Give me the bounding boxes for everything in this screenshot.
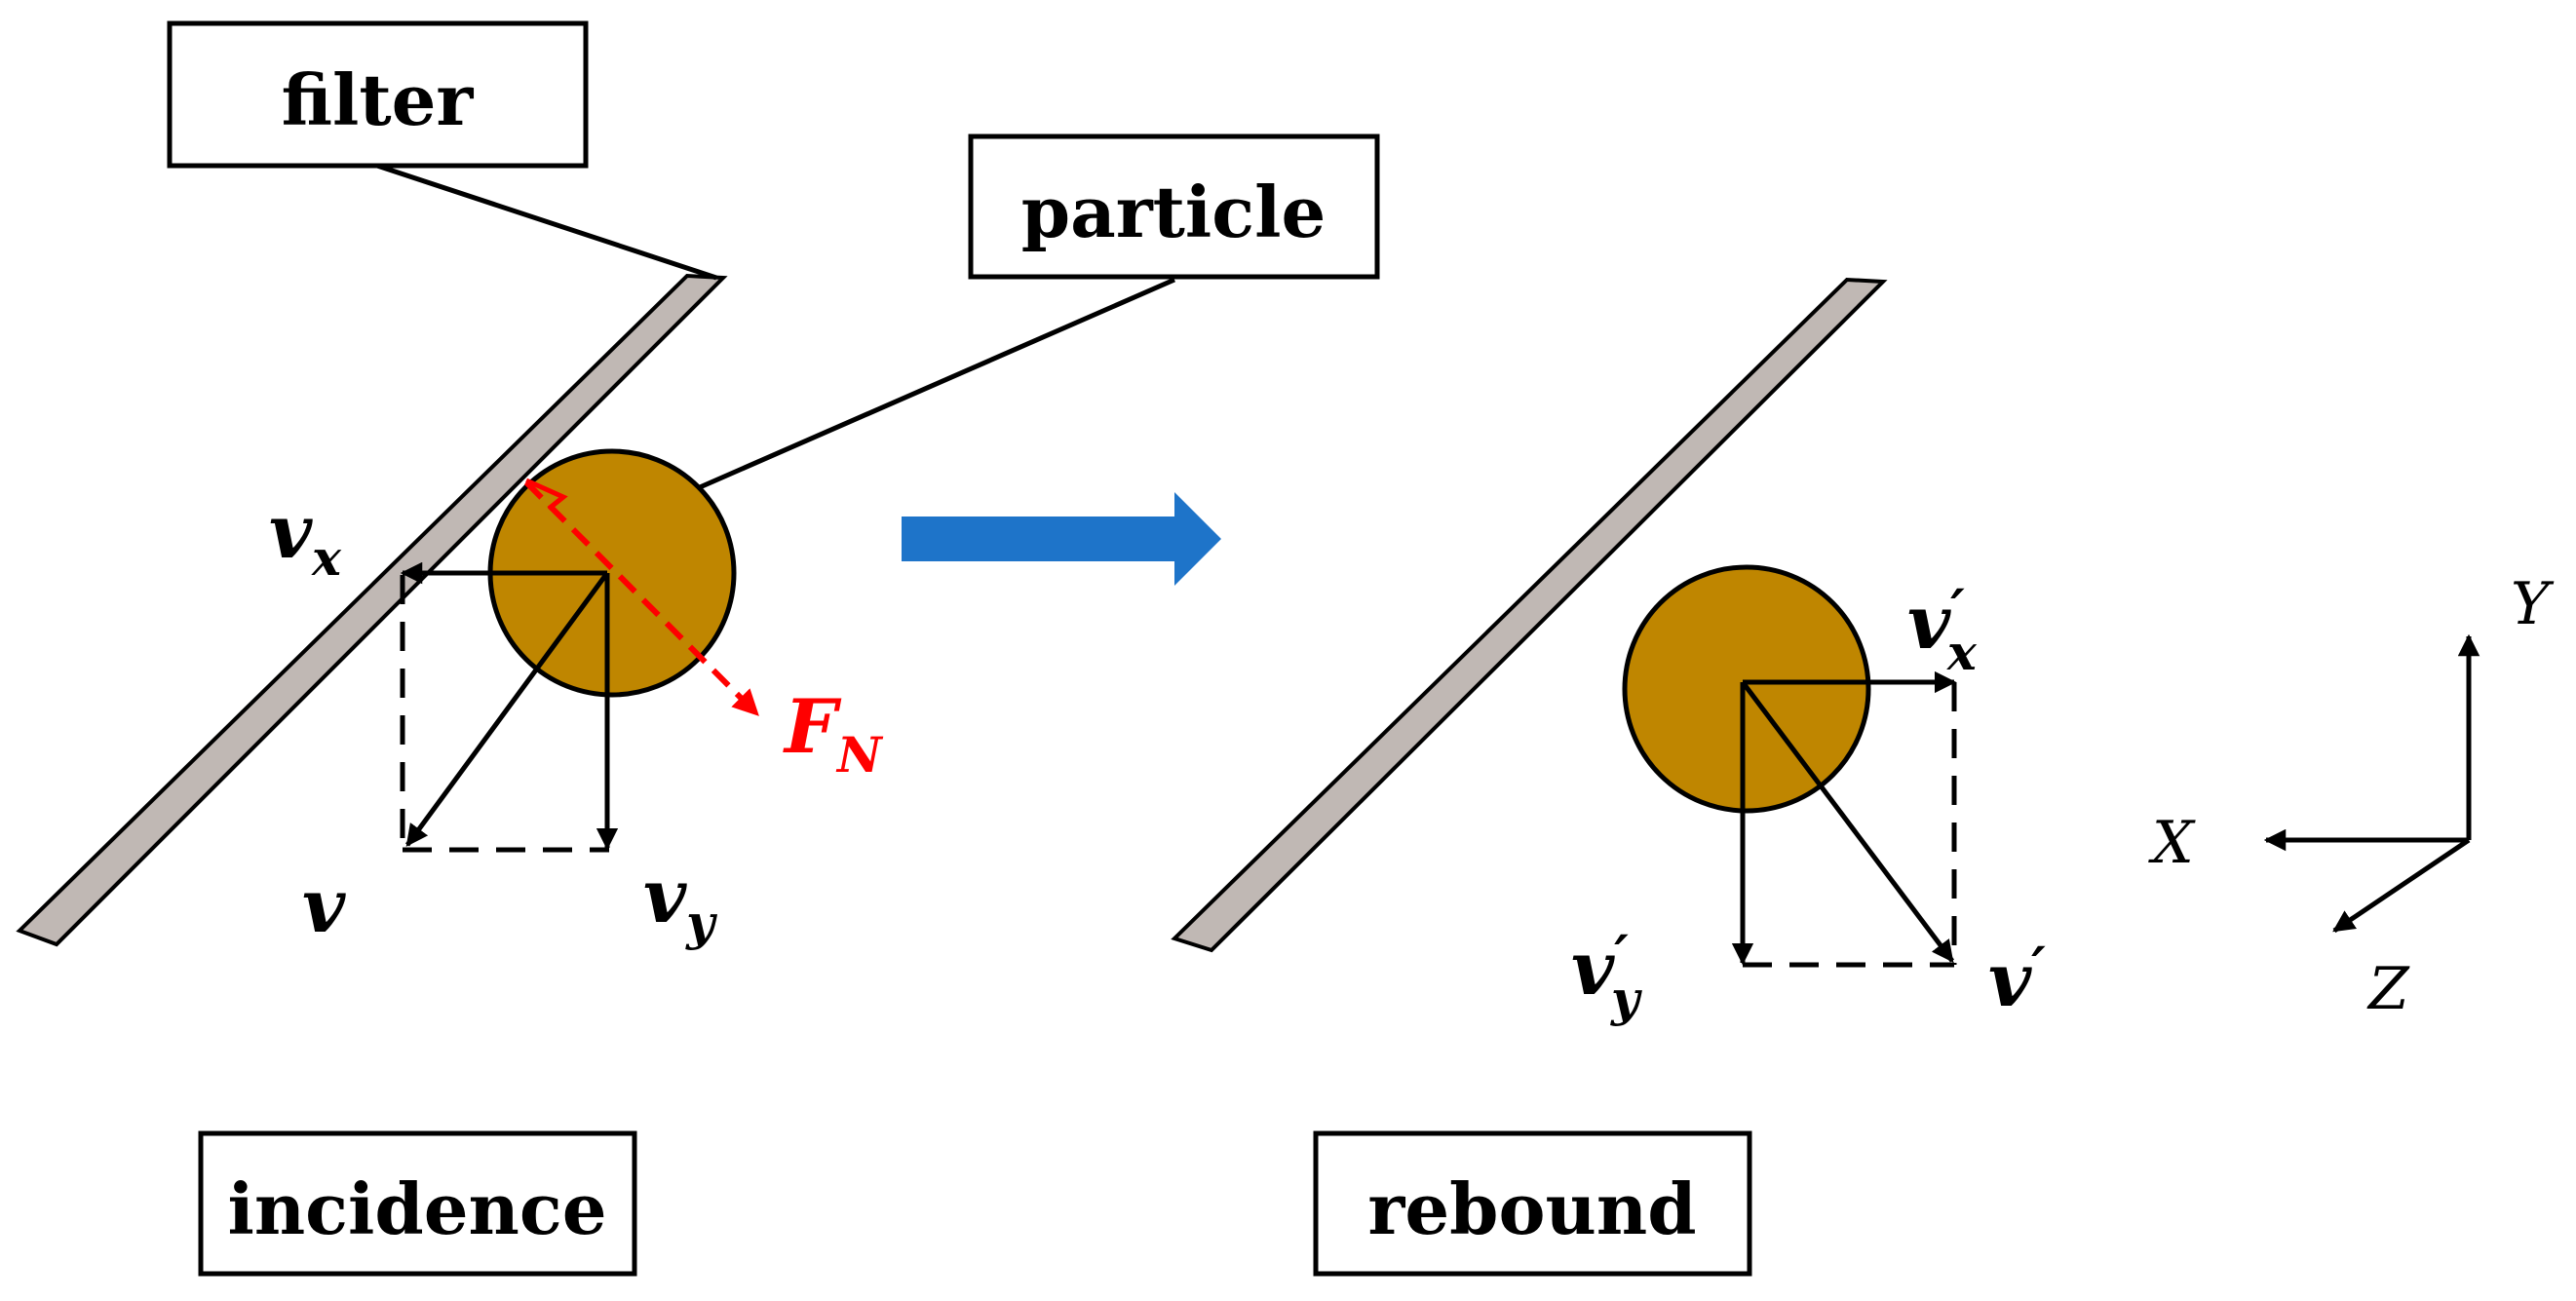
vx-label: vx xyxy=(269,488,342,587)
v-prime-arrow xyxy=(1741,680,1954,963)
v-label: v xyxy=(302,862,346,949)
particle-leader-line xyxy=(698,277,1176,490)
v-arrow xyxy=(404,571,610,847)
incidence-label-box xyxy=(198,1130,637,1277)
vx-prime-label: v′x xyxy=(1907,578,1978,681)
incidence-label: incidence xyxy=(227,1167,606,1250)
right-angle-marker xyxy=(524,478,568,511)
vy-label: vy xyxy=(643,853,717,951)
coordinate-axes: Y X Z xyxy=(2148,570,2555,1023)
filter-leader-line xyxy=(376,163,717,281)
rebound-label-box xyxy=(1313,1130,1752,1277)
vy-prime-label: v′y xyxy=(1571,924,1642,1027)
filter-label-box xyxy=(167,20,589,169)
x-axis-label: X xyxy=(2148,809,2196,877)
incidence-panel: filter particle vx v vy FN incidence xyxy=(16,20,1380,1277)
rebound-panel: v′x v′y v′ rebound xyxy=(1171,277,2046,1277)
fn-label: FN xyxy=(783,683,884,784)
particle-label-box xyxy=(968,134,1380,280)
particle-label: particle xyxy=(1021,171,1326,253)
transition-arrow xyxy=(902,492,1221,586)
v-prime-label: v′ xyxy=(1988,936,2046,1023)
rebound-label: rebound xyxy=(1367,1167,1696,1250)
z-axis-label: Z xyxy=(2366,955,2410,1023)
filter-label: filter xyxy=(282,58,475,141)
filter-plate-right xyxy=(1171,277,1888,953)
filter-plate-left xyxy=(16,273,728,947)
normal-force-arrow xyxy=(523,479,760,717)
y-axis-label: Y xyxy=(2511,570,2555,638)
z-axis-arrow xyxy=(2332,837,2471,934)
